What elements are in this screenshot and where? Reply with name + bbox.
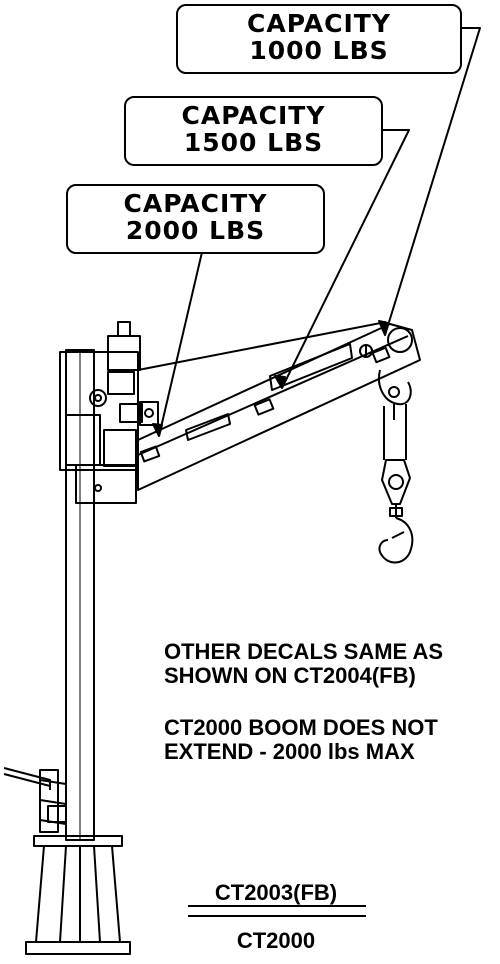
mast-head <box>59 321 387 504</box>
boom-note: CT2000 BOOM DOES NOT EXTEND - 2000 lbs M… <box>164 716 438 764</box>
capacity-callout-1000: CAPACITY 1000 LBS <box>176 4 462 74</box>
decals-note-line1: OTHER DECALS SAME AS <box>164 639 444 664</box>
callout-1000-line2: 1000 LBS <box>249 36 389 65</box>
boom-note-line1: CT2000 BOOM DOES NOT <box>164 715 438 740</box>
callout-2000-line2: 2000 LBS <box>125 216 266 245</box>
callout-1500-line1: CAPACITY <box>181 101 326 130</box>
callout-1500-line2: 1500 LBS <box>183 128 324 157</box>
callout-2000-line1: CAPACITY <box>123 189 268 218</box>
decals-note-line2: SHOWN ON CT2004(FB) <box>164 663 416 688</box>
leader-1500 <box>281 129 410 389</box>
capacity-callout-2000: CAPACITY 2000 LBS <box>66 184 325 254</box>
mast <box>65 349 95 841</box>
jack-and-base <box>3 767 131 955</box>
boom-note-line2: EXTEND - 2000 lbs MAX <box>164 739 415 764</box>
model-number-bottom: CT2000 <box>236 928 316 953</box>
boom-arm <box>137 323 421 491</box>
capacity-callout-1500: CAPACITY 1500 LBS <box>124 96 383 166</box>
model-number-top: CT2003(FB) <box>214 880 338 905</box>
callout-1000-line1: CAPACITY <box>247 9 391 38</box>
hook-assembly <box>378 369 414 564</box>
leader-1000 <box>384 27 481 336</box>
decals-note: OTHER DECALS SAME AS SHOWN ON CT2004(FB) <box>164 640 443 688</box>
